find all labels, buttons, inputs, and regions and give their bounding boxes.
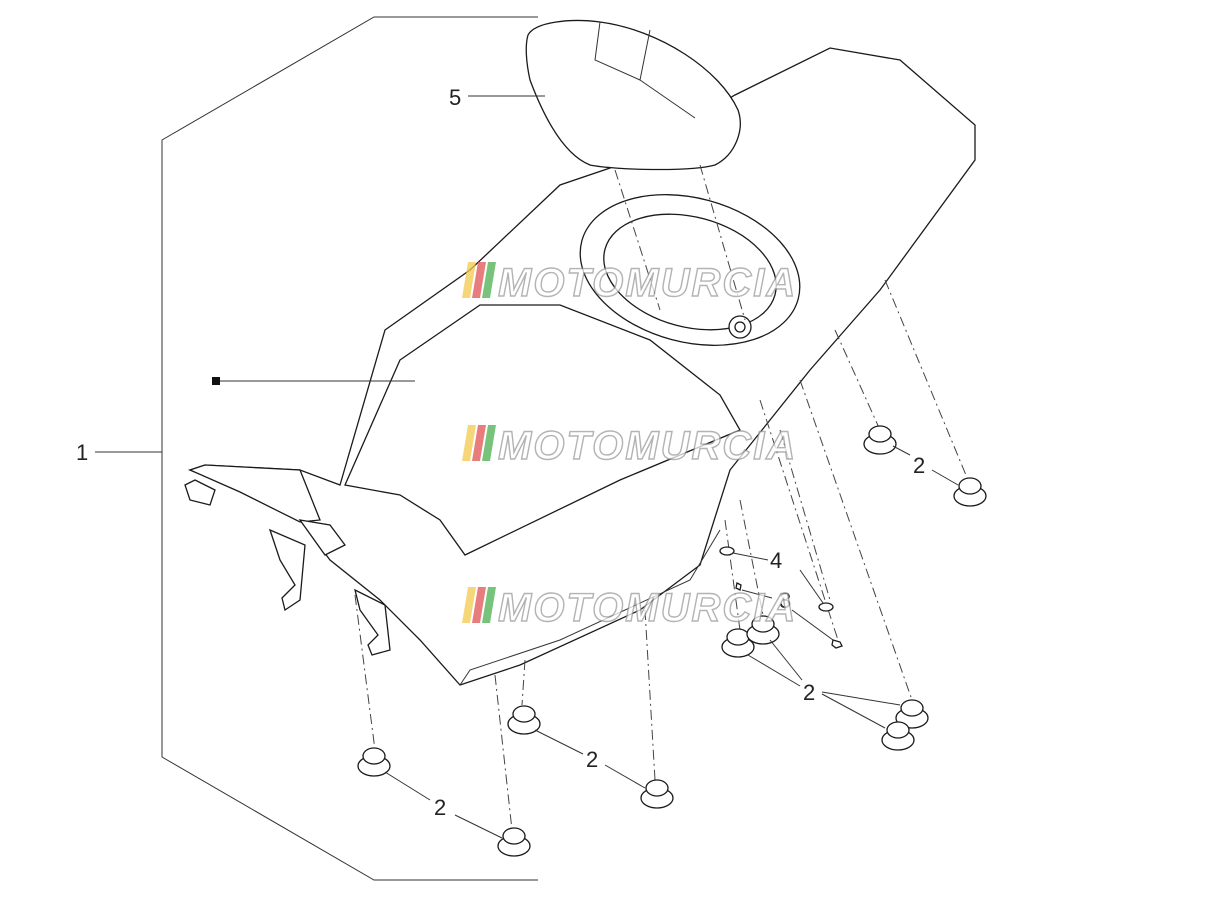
assembly-bracket [95,16,538,881]
grommet [497,827,531,857]
callout-3: 3 [779,588,791,613]
stripe-green [482,262,496,298]
watermark: MOTOMURCIA [462,585,797,631]
callout-2-lower-right: 2 [803,680,815,705]
callout-5: 5 [449,85,461,110]
grommet [357,747,391,777]
watermark: MOTOMURCIA [462,260,797,306]
callout-2-left: 2 [434,795,446,820]
grommet [953,477,987,507]
watermark-text: MOTOMURCIA [498,586,797,630]
stripe-yellow [462,262,476,298]
bullet-marker [212,377,220,385]
leader-lines [212,95,959,839]
grommet [746,615,780,645]
watermark-text: MOTOMURCIA [498,424,797,468]
passenger-cushion [525,19,741,171]
screw [735,582,742,591]
washer [818,602,834,612]
assembly-lines [354,164,969,831]
watermark-text: MOTOMURCIA [498,261,797,305]
grommet [863,425,897,455]
small-hardware [719,546,843,649]
screw [831,639,843,649]
washer [719,546,735,556]
callout-4: 4 [770,548,782,573]
callouts: 1 5 4 3 2 2 2 2 [76,85,925,820]
callout-1: 1 [76,440,88,465]
stripe-red [472,262,486,298]
watermark: MOTOMURCIA [462,423,797,469]
callout-2-center: 2 [586,747,598,772]
watermarks: MOTOMURCIA MOTOMURCIA MOTOMURCIA [462,260,797,631]
grommets [357,425,987,857]
grommet [640,779,674,809]
callout-2-right: 2 [913,453,925,478]
grommet [881,721,915,751]
grommet [507,705,541,735]
